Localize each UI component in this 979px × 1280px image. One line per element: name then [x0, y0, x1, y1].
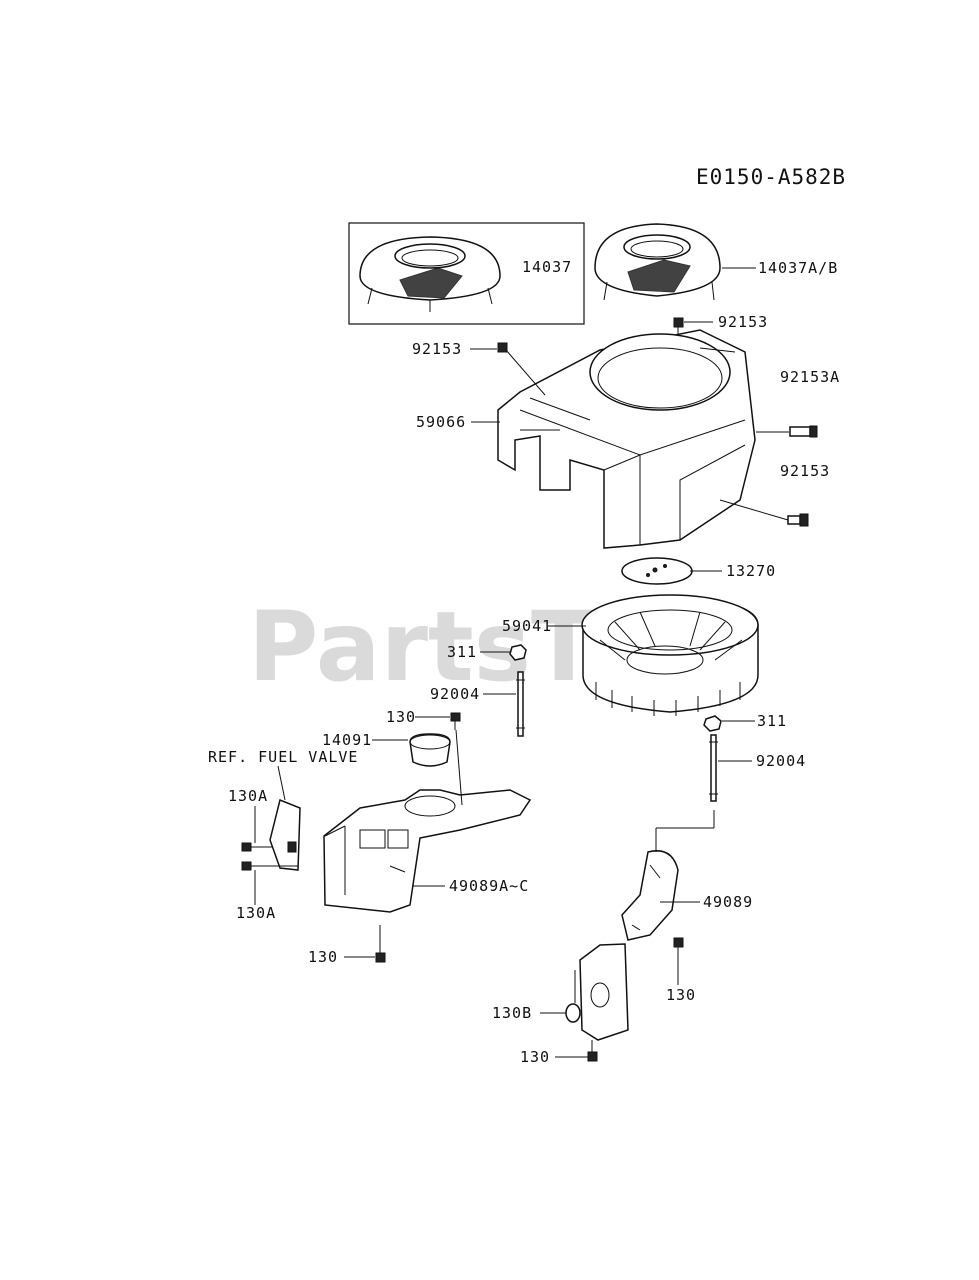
diagram-code: E0150-A582B — [696, 165, 846, 189]
part-14037-screen[interactable] — [359, 236, 501, 312]
label-ref-fuel-valve: REF. FUEL VALVE — [208, 748, 358, 766]
label-130-bottom: 130 — [520, 1048, 550, 1066]
label-130a-top: 130A — [228, 787, 268, 805]
label-130-right: 130 — [666, 986, 696, 1004]
nut-311-left[interactable] — [509, 644, 527, 661]
bolt-130-bottom[interactable] — [587, 1040, 598, 1062]
bolt-92153a[interactable] — [789, 425, 818, 438]
label-92153a: 92153A — [780, 368, 840, 386]
label-92153-right: 92153 — [780, 462, 830, 480]
bolt-92153-top[interactable] — [673, 317, 684, 335]
bolt-130a-top[interactable] — [241, 842, 272, 852]
bolt-130-top[interactable] — [450, 712, 461, 730]
inset-box — [348, 222, 585, 325]
label-311-left: 311 — [447, 643, 477, 661]
stud-92004-right[interactable] — [709, 734, 718, 802]
label-59066: 59066 — [416, 413, 466, 431]
label-311-right: 311 — [757, 712, 787, 730]
part-49089-shroud[interactable] — [579, 850, 679, 1041]
part-13270-plate[interactable] — [621, 557, 693, 585]
label-92153-left: 92153 — [412, 340, 462, 358]
bolt-130a-bottom[interactable] — [241, 861, 298, 871]
leader-lines — [254, 267, 789, 1058]
part-14091-collar[interactable] — [409, 733, 451, 767]
label-13270: 13270 — [726, 562, 776, 580]
label-130-top: 130 — [386, 708, 416, 726]
label-92153-top: 92153 — [718, 313, 768, 331]
label-14037: 14037 — [522, 258, 572, 276]
label-92004-right: 92004 — [756, 752, 806, 770]
part-49089ac-shroud[interactable] — [323, 789, 532, 913]
label-92004-left: 92004 — [430, 685, 480, 703]
label-59041: 59041 — [502, 617, 552, 635]
stud-92004-left[interactable] — [516, 671, 525, 737]
label-130-lower-left: 130 — [308, 948, 338, 966]
bolt-92153-left[interactable] — [497, 342, 508, 353]
part-59041-fan[interactable] — [581, 594, 759, 716]
label-130a-bottom: 130A — [236, 904, 276, 922]
label-14091: 14091 — [322, 731, 372, 749]
nut-311-right[interactable] — [703, 715, 722, 732]
label-49089ac: 49089A~C — [449, 877, 529, 895]
label-14037ab: 14037A/B — [758, 259, 838, 277]
fuel-valve-bracket — [269, 798, 301, 871]
bolt-130b[interactable] — [565, 970, 581, 1023]
bolt-130-right[interactable] — [673, 937, 684, 948]
part-59066-blower-housing[interactable] — [497, 329, 756, 549]
part-14037ab-screen[interactable] — [594, 223, 721, 301]
bolt-92153-right[interactable] — [787, 513, 809, 527]
label-49089: 49089 — [703, 893, 753, 911]
label-130b: 130B — [492, 1004, 532, 1022]
bolt-130-lower-left[interactable] — [375, 925, 386, 963]
